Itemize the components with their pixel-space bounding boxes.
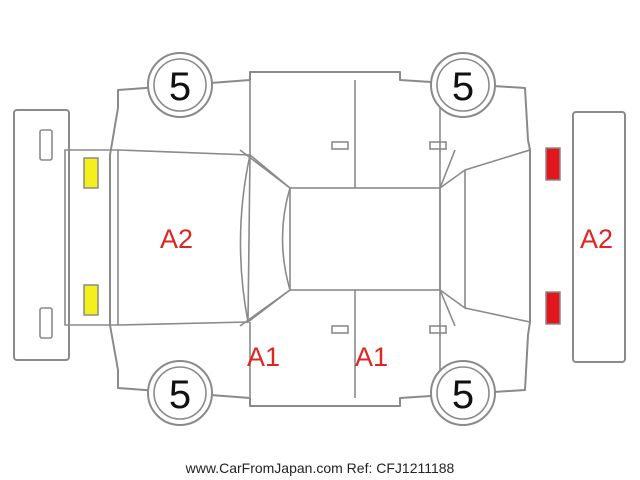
rear-marker-bottom (545, 291, 561, 325)
tire-front-right: 5 (147, 360, 213, 426)
damage-code-front: A2 (160, 224, 193, 254)
tire-score: 5 (169, 373, 191, 417)
front-marker-top (83, 157, 99, 189)
car-body (64, 71, 531, 407)
tire-score: 5 (452, 65, 474, 109)
damage-code-front-door: A1 (247, 342, 280, 372)
front-marker-bottom (83, 284, 99, 316)
tire-score: 5 (169, 65, 191, 109)
damage-code-rear: A2 (580, 224, 613, 254)
reference-footer: www.CarFromJapan.com Ref: CFJ1211188 (185, 460, 455, 476)
tire-rear-left: 5 (430, 52, 496, 118)
damage-code-rear-door: A1 (355, 342, 388, 372)
tire-score: 5 (452, 373, 474, 417)
rear-marker-top (545, 147, 561, 181)
tire-rear-right: 5 (430, 360, 496, 426)
rear-bumper (572, 111, 626, 363)
tire-front-left: 5 (147, 52, 213, 118)
front-bumper (13, 109, 70, 361)
